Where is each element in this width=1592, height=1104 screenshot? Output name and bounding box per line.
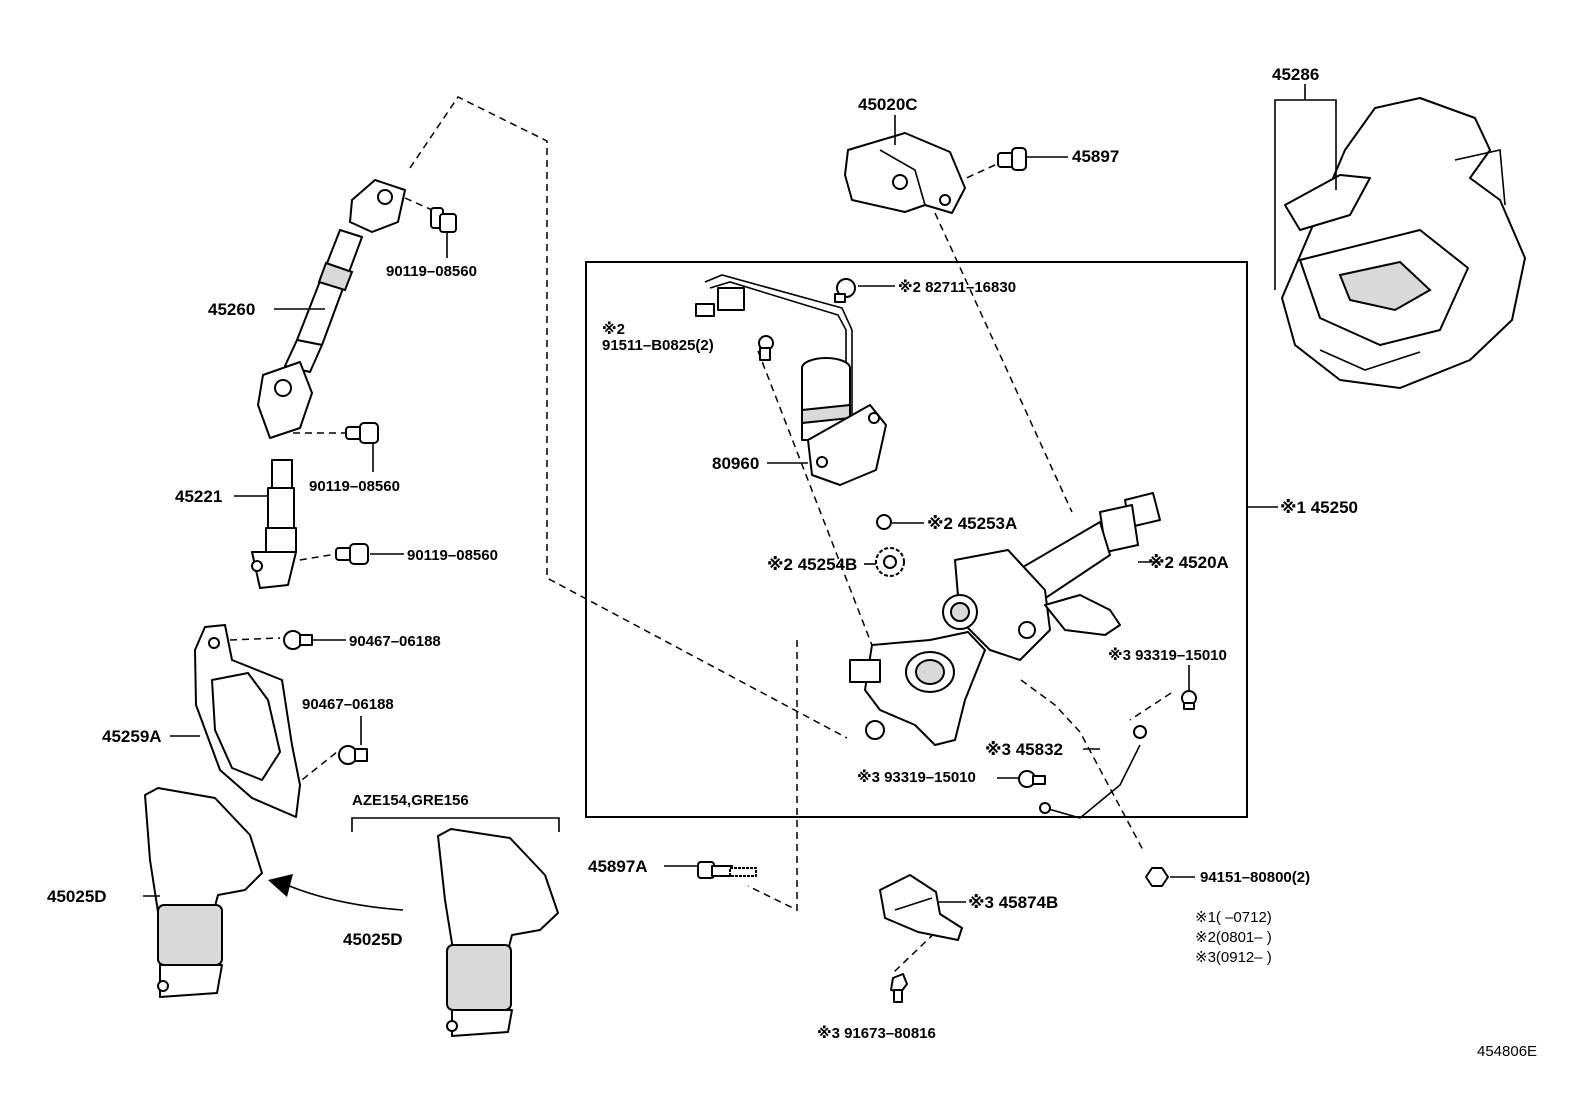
leader-lines bbox=[143, 84, 1337, 903]
clip-90467-b[interactable] bbox=[338, 745, 368, 765]
callout-labels: 45286 45020C 45897 90119–08560 45260 901… bbox=[47, 65, 1358, 1042]
label-93319-a: ※3 93319–15010 bbox=[1108, 646, 1227, 664]
boot-45025D-b[interactable] bbox=[437, 828, 559, 1037]
label-90119-c: 90119–08560 bbox=[407, 547, 498, 564]
label-variant: AZE154,GRE156 bbox=[352, 792, 469, 809]
label-90467-a: 90467–06188 bbox=[349, 633, 441, 650]
label-80960: 80960 bbox=[712, 454, 759, 473]
harness-assembly[interactable] bbox=[695, 274, 853, 420]
motor-unit-80960[interactable] bbox=[801, 357, 887, 486]
arrow-icon bbox=[268, 874, 404, 911]
bracket-45259A[interactable] bbox=[194, 624, 301, 818]
boot-45025D-a[interactable] bbox=[144, 787, 263, 998]
label-82711: ※2 82711–16830 bbox=[898, 278, 1016, 296]
nut-45253A[interactable] bbox=[876, 514, 892, 530]
bolt-90119-b[interactable] bbox=[345, 422, 379, 444]
bolt-91673[interactable] bbox=[890, 973, 908, 1003]
label-91511-mark: ※2 bbox=[602, 320, 625, 338]
footnotes: ※1( –0712) ※2(0801– ) ※3(0912– ) bbox=[1195, 909, 1272, 966]
label-45286: 45286 bbox=[1272, 65, 1319, 84]
variant-bracket bbox=[351, 817, 560, 832]
label-45259A: 45259A bbox=[102, 727, 162, 746]
label-4520A: ※2 4520A bbox=[1148, 553, 1229, 572]
bolt-91511[interactable] bbox=[758, 335, 774, 361]
label-93319-b: ※3 93319–15010 bbox=[857, 768, 976, 786]
intermediate-shaft-45260[interactable] bbox=[257, 179, 406, 439]
steering-shaft-45221[interactable] bbox=[251, 459, 297, 589]
footnote-2: ※2(0801– ) bbox=[1195, 929, 1272, 946]
footnote-3: ※3(0912– ) bbox=[1195, 949, 1272, 966]
label-91511: 91511–B0825(2) bbox=[602, 337, 714, 354]
label-45897: 45897 bbox=[1072, 147, 1119, 166]
bolt-90119-c[interactable] bbox=[335, 543, 369, 565]
label-45254B: ※2 45254B bbox=[767, 555, 857, 574]
steering-column-4520A[interactable] bbox=[849, 492, 1161, 746]
clip-90467-a[interactable] bbox=[283, 630, 313, 650]
label-45020C: 45020C bbox=[858, 95, 918, 114]
screw-93319-a[interactable] bbox=[1181, 690, 1197, 710]
label-45221: 45221 bbox=[175, 487, 222, 506]
footnote-1: ※1( –0712) bbox=[1195, 909, 1272, 926]
label-45260: 45260 bbox=[208, 300, 255, 319]
bolt-45897[interactable] bbox=[997, 147, 1027, 171]
label-45874B: ※3 45874B bbox=[968, 893, 1058, 912]
label-45025D-b: 45025D bbox=[343, 930, 403, 949]
label-45250: ※1 45250 bbox=[1280, 498, 1358, 517]
assembly-frame bbox=[585, 261, 1248, 818]
label-90119-a: 90119–08560 bbox=[386, 263, 477, 280]
label-45253A: ※2 45253A bbox=[927, 514, 1017, 533]
label-91673: ※3 91673–80816 bbox=[817, 1024, 936, 1042]
clip-82711[interactable] bbox=[834, 278, 856, 303]
ground-wire-45832[interactable] bbox=[1039, 725, 1147, 819]
label-45025D-a: 45025D bbox=[47, 887, 107, 906]
bracket-45874B[interactable] bbox=[879, 874, 963, 941]
label-90467-b: 90467–06188 bbox=[302, 696, 394, 713]
column-cover-45286[interactable] bbox=[1281, 97, 1526, 389]
gear-45254B[interactable] bbox=[875, 547, 905, 577]
label-90119-b: 90119–08560 bbox=[309, 478, 400, 495]
label-45897A: 45897A bbox=[588, 857, 648, 876]
bolt-45897A[interactable] bbox=[697, 861, 757, 879]
cover-45020C[interactable] bbox=[844, 132, 966, 214]
nut-94151[interactable] bbox=[1145, 867, 1169, 887]
label-45832: ※3 45832 bbox=[985, 740, 1063, 759]
label-94151: 94151–80800(2) bbox=[1200, 869, 1310, 886]
diagram-id: 454806E bbox=[1477, 1043, 1537, 1060]
bolt-90119-a[interactable] bbox=[430, 207, 457, 233]
screw-93319-b[interactable] bbox=[1018, 770, 1046, 788]
